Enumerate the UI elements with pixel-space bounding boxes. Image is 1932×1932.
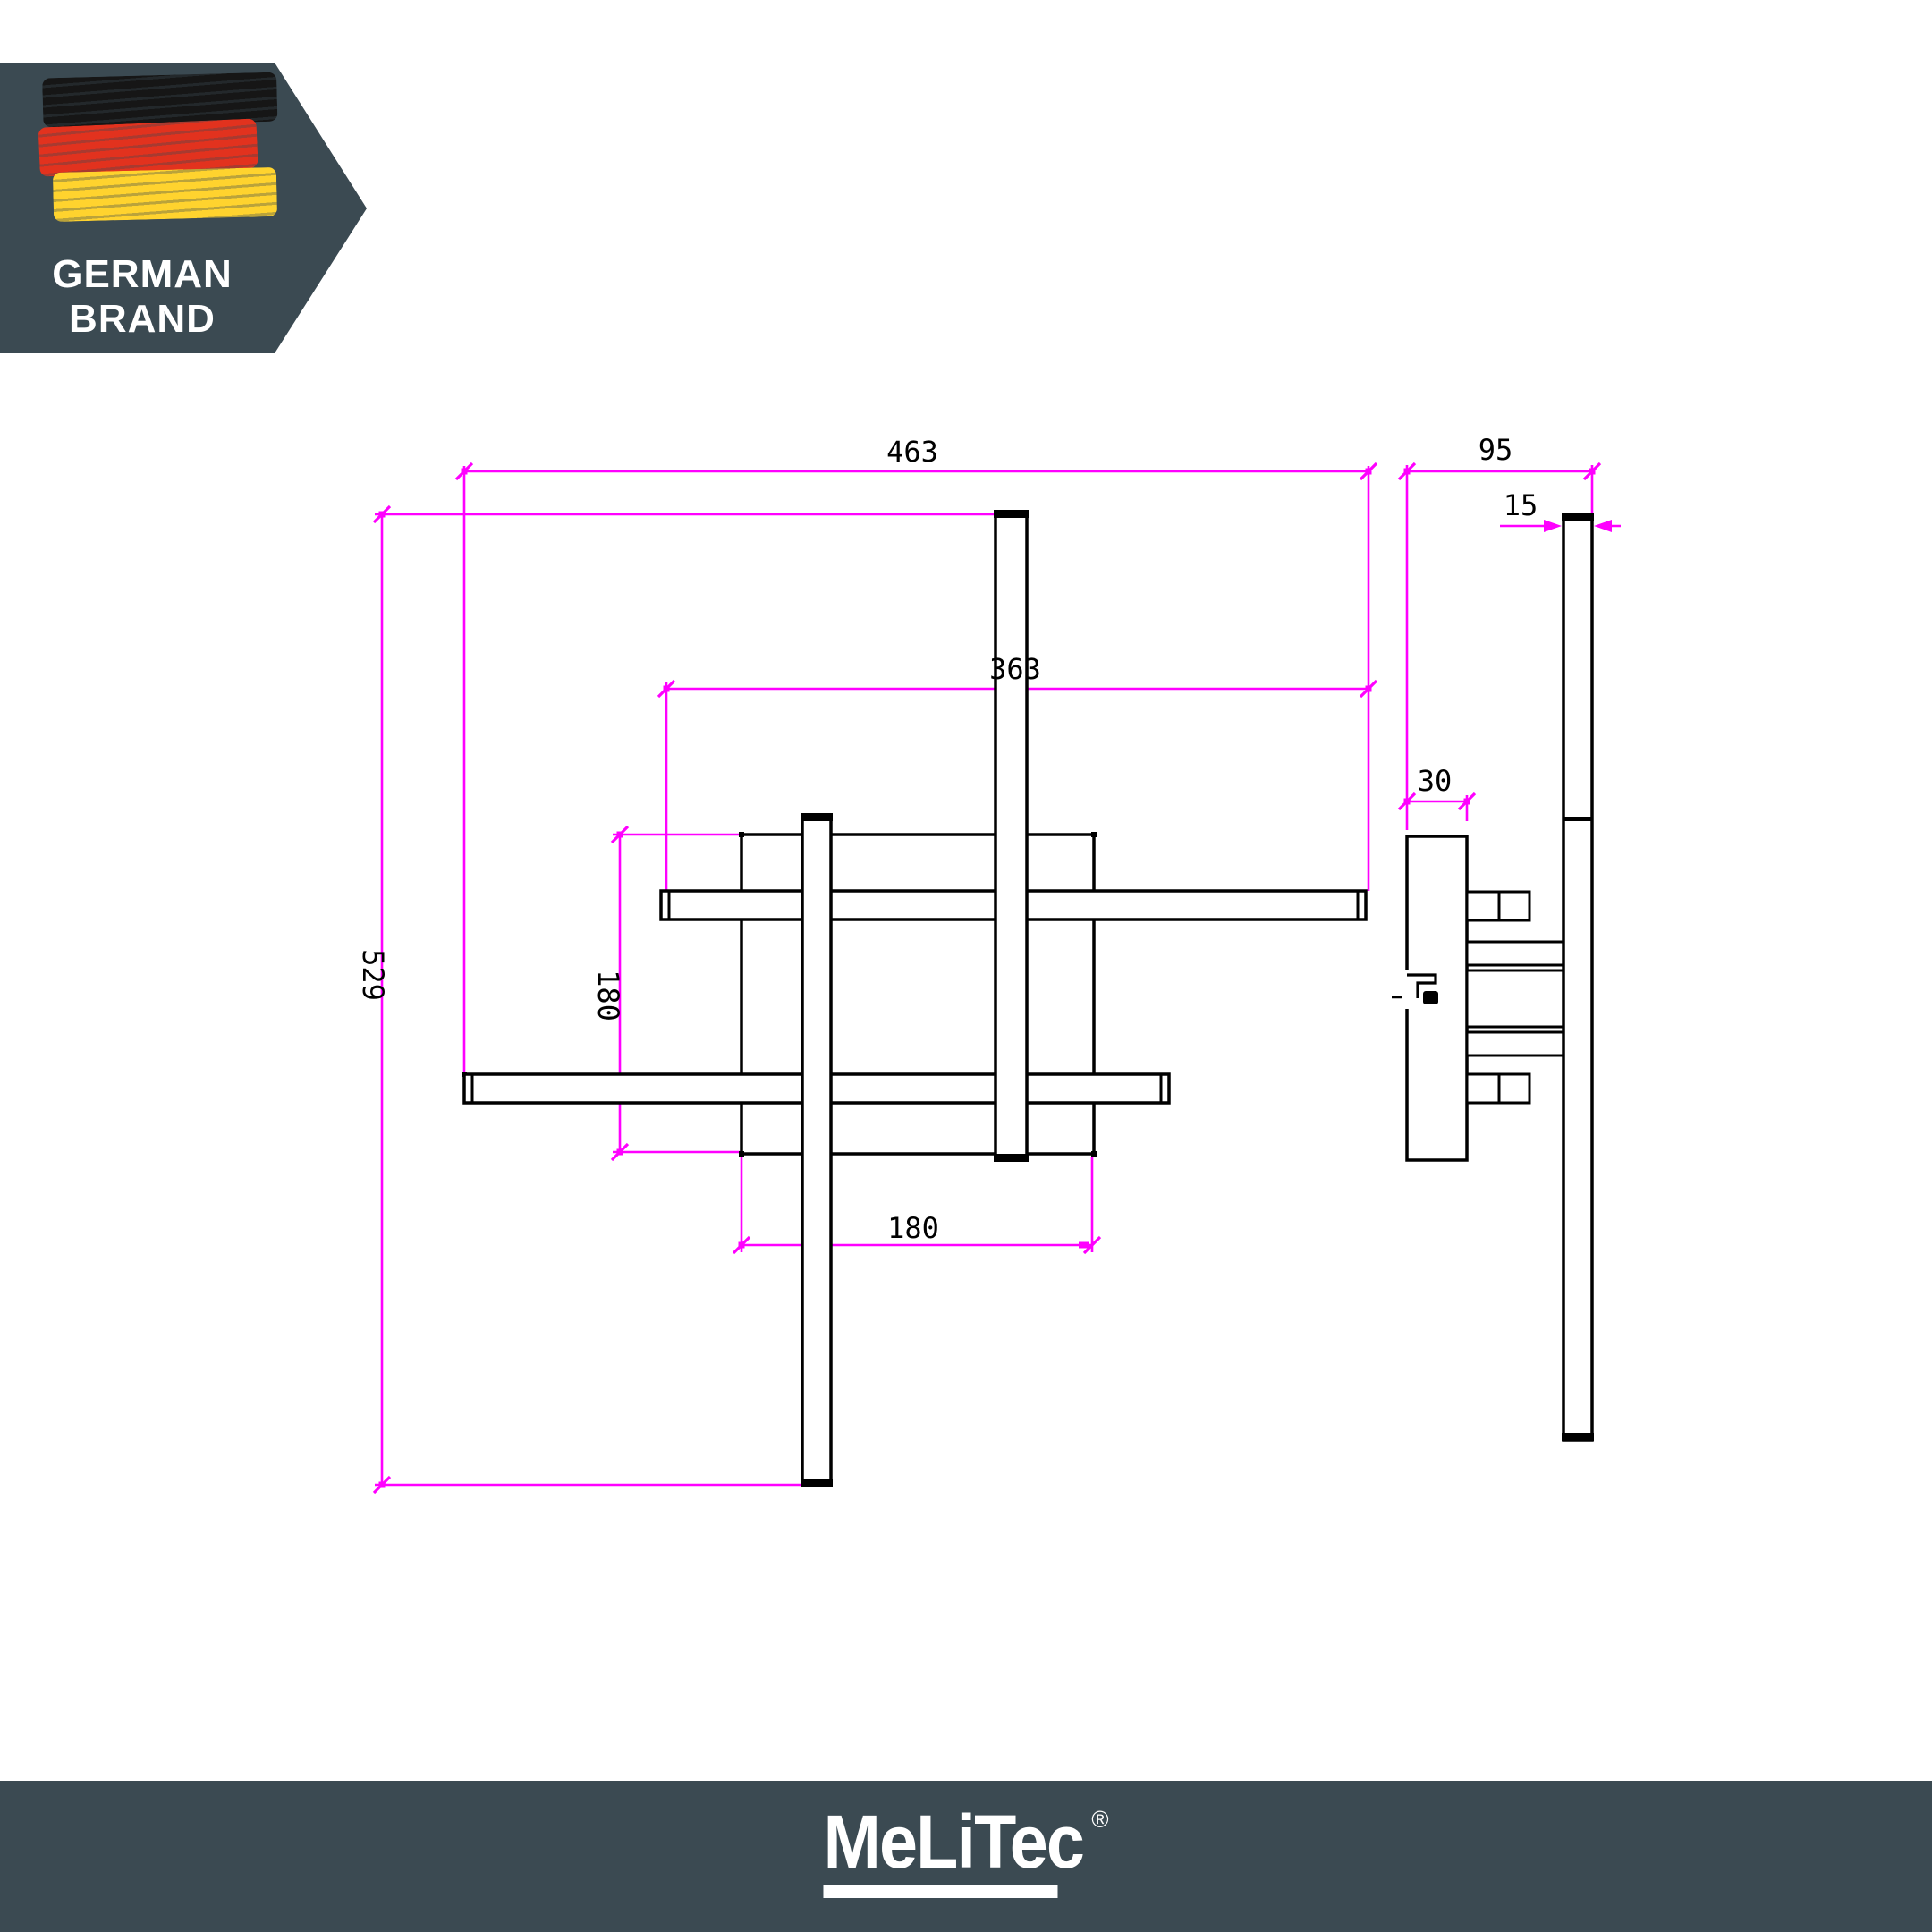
dim-overall-depth: 95 xyxy=(1479,433,1513,467)
side-view: 95 15 30 xyxy=(1392,433,1621,1442)
logo-underline xyxy=(823,1885,1058,1898)
mounting-brackets xyxy=(1465,890,1565,1105)
registered-trademark-icon: ® xyxy=(1091,1806,1109,1833)
front-dimension-end-dots xyxy=(378,468,1372,1488)
left-vertical-bar xyxy=(801,813,833,1487)
side-dimension-lines xyxy=(1407,470,1621,803)
logo-row: MeLiTec ® xyxy=(823,1804,1108,1879)
badge-line2: BRAND xyxy=(69,297,216,341)
dim-housing-height: 180 xyxy=(591,970,625,1021)
dim-bracket-depth: 30 xyxy=(1418,764,1453,798)
footer-band: MeLiTec ® xyxy=(0,1781,1932,1932)
melitec-logo: MeLiTec ® xyxy=(823,1804,1109,1898)
side-dimension-end-dots xyxy=(1403,468,1612,805)
dim-overall-width: 463 xyxy=(886,435,938,469)
front-extension-lines xyxy=(375,466,1370,1487)
badge-line1: GERMAN xyxy=(52,252,233,296)
dim-upper-bar-width: 363 xyxy=(989,652,1041,686)
front-view: 463 363 529 180 180 xyxy=(356,435,1378,1495)
right-vertical-bar xyxy=(994,510,1029,1162)
housing-outline xyxy=(740,833,1096,1156)
badge-text: GERMAN BRAND xyxy=(0,252,284,342)
brand-wordmark: MeLiTec xyxy=(823,1800,1084,1884)
dim-overall-height: 529 xyxy=(356,949,390,1001)
dim-housing-width: 180 xyxy=(887,1211,939,1245)
side-light-bar xyxy=(1562,513,1594,1442)
cable-clamp-detail xyxy=(1392,970,1438,1009)
dim-bar-thickness: 15 xyxy=(1504,488,1538,522)
